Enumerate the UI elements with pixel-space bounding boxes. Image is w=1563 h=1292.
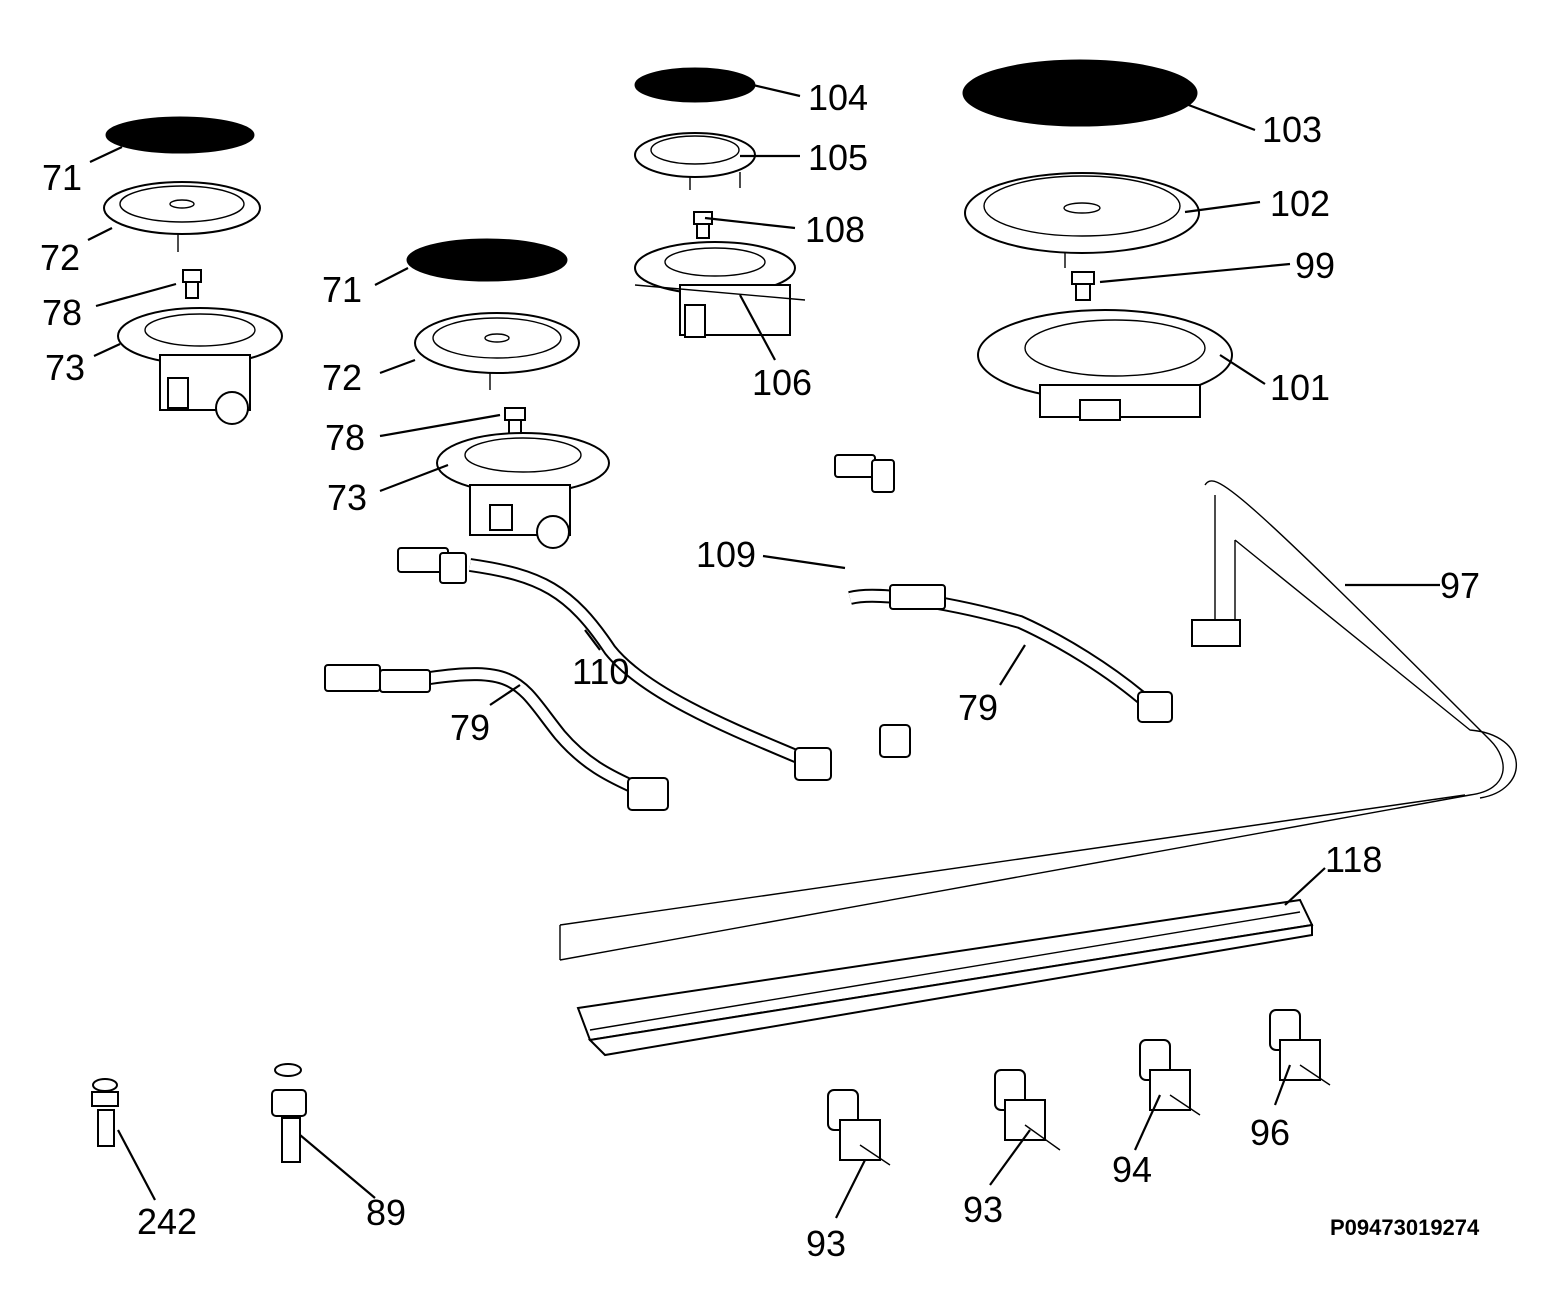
main-gas-pipe-97 [559,480,1517,961]
label-93b: 93 [963,1189,1003,1230]
burner-cap-71a [105,116,255,154]
leader-lines [87,80,1440,1219]
injector-99 [1071,271,1095,301]
label-89: 89 [366,1192,406,1233]
label-109: 109 [696,534,756,575]
burner-cap-71b [406,238,568,282]
burner-base-106 [634,241,806,338]
fitting-89 [271,1063,307,1163]
fitting-242 [91,1078,119,1147]
label-93a: 93 [806,1223,846,1264]
burner-b [406,238,610,549]
burner-crown-102 [964,172,1200,268]
burner-cap-104 [634,67,756,103]
burner-c [634,67,806,338]
burner-crown-72a [103,181,261,252]
burner-base-73b [436,432,610,549]
injector-108 [693,211,713,239]
label-108: 108 [805,209,865,250]
label-72b: 72 [322,357,362,398]
label-103: 103 [1262,109,1322,150]
label-96: 96 [1250,1112,1290,1153]
valve-rail-118 [576,898,1314,1057]
burner-cap-103 [962,59,1198,127]
label-101: 101 [1270,367,1330,408]
label-102: 102 [1270,183,1330,224]
burner-d [962,59,1233,421]
label-106: 106 [752,362,812,403]
label-94: 94 [1112,1149,1152,1190]
tube-79b [848,584,1173,723]
label-99: 99 [1295,245,1335,286]
injector-78a [182,269,202,299]
label-71b: 71 [322,269,362,310]
part-labels: 71 72 78 73 71 72 78 73 104 105 108 106 … [40,77,1480,1264]
burner-crown-105 [634,132,756,190]
burner-a [103,116,283,425]
label-79a: 79 [450,707,490,748]
label-105: 105 [808,137,868,178]
label-73a: 73 [45,347,85,388]
burner-base-101 [977,309,1233,421]
injector-78b [504,407,526,437]
label-97: 97 [1440,565,1480,606]
label-71a: 71 [42,157,82,198]
tube-79a [324,664,669,811]
label-78b: 78 [325,417,365,458]
label-118: 118 [1325,839,1382,880]
valve-93b [994,1069,1061,1151]
burner-crown-72b [414,312,580,390]
label-72a: 72 [40,237,80,278]
label-79b: 79 [958,687,998,728]
diagram-code: P09473019274 [1330,1215,1480,1240]
label-110: 110 [572,651,629,692]
valve-96 [1269,1009,1331,1086]
burner-base-73a [117,307,283,425]
valve-94 [1139,1039,1201,1116]
label-78a: 78 [42,292,82,333]
tube-110 [397,547,832,781]
valve-93a [827,1089,891,1166]
label-104: 104 [808,77,868,118]
label-242: 242 [137,1201,197,1242]
label-73b: 73 [327,477,367,518]
